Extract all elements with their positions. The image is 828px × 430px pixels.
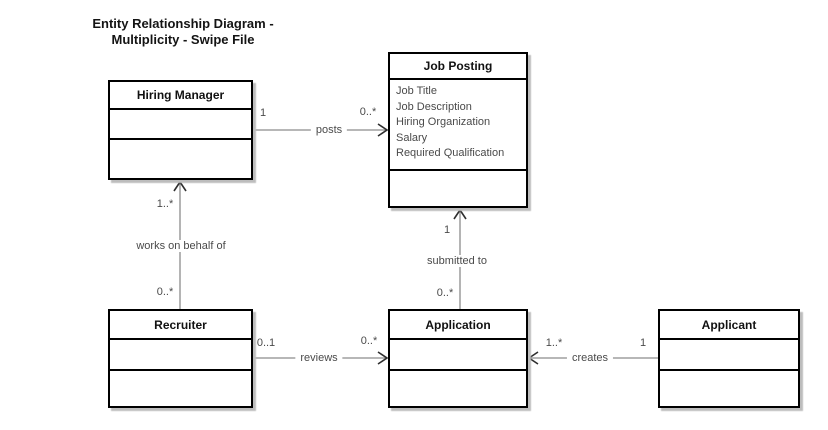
posts-arrowhead xyxy=(377,123,389,137)
posts-multiplicity-hiring-manager: 1 xyxy=(259,107,267,119)
entity-hiring-manager: Hiring Manager xyxy=(108,80,253,180)
entity-application-title: Application xyxy=(390,311,526,340)
submitted-to-multiplicity-application: 0..* xyxy=(436,287,454,299)
submitted-to-multiplicity-job-posting: 1 xyxy=(443,224,451,236)
entity-application-methods-section xyxy=(390,371,526,406)
creates-multiplicity-applicant: 1 xyxy=(639,337,647,349)
entity-recruiter-attributes-section xyxy=(110,340,251,371)
works-on-behalf-of-label: works on behalf of xyxy=(131,240,231,252)
reviews-label: reviews xyxy=(295,352,343,364)
attribute-salary: Salary xyxy=(396,131,428,144)
entity-hiring-manager-attributes-section xyxy=(110,110,251,140)
entity-recruiter-methods-section xyxy=(110,371,251,406)
entity-hiring-manager-title: Hiring Manager xyxy=(110,82,251,110)
entity-applicant-attributes-section xyxy=(660,340,798,371)
entity-job-posting-title: Job Posting xyxy=(390,54,526,80)
creates-label: creates xyxy=(566,352,614,364)
diagram-title-line2: Multiplicity - Swipe File xyxy=(111,32,255,47)
creates-arrowhead xyxy=(527,351,539,365)
attribute-job-description: Job Description xyxy=(396,100,472,113)
works-on-behalf-of-arrowhead xyxy=(173,180,187,192)
entity-applicant: Applicant xyxy=(658,309,800,408)
works-on-behalf-of-multiplicity-recruiter: 0..* xyxy=(156,286,174,298)
attribute-required-qualification: Required Qualification xyxy=(396,147,505,159)
posts-multiplicity-job-posting: 0..* xyxy=(359,106,377,118)
entity-hiring-manager-methods-section xyxy=(110,140,251,178)
reviews-arrowhead xyxy=(377,351,389,365)
diagram-title-line1: Entity Relationship Diagram - xyxy=(92,16,274,31)
entity-job-posting-attributes-section: Job Title Job Description Hiring Organiz… xyxy=(390,80,526,171)
entity-job-posting-methods-section xyxy=(390,171,526,206)
posts-label: posts xyxy=(310,124,348,136)
entity-applicant-title: Applicant xyxy=(660,311,798,340)
entity-job-posting: Job Posting Job Title Job Description Hi… xyxy=(388,52,528,208)
entity-recruiter: Recruiter xyxy=(108,309,253,408)
reviews-multiplicity-application: 0..* xyxy=(360,335,378,347)
submitted-to-label: submitted to xyxy=(422,255,492,267)
diagram-title: Entity Relationship Diagram - Multiplici… xyxy=(72,16,294,48)
submitted-to-arrowhead xyxy=(453,208,467,220)
entity-recruiter-title: Recruiter xyxy=(110,311,251,340)
works-on-behalf-of-multiplicity-hiring-manager: 1..* xyxy=(156,198,174,210)
creates-multiplicity-application: 1..* xyxy=(545,337,563,349)
attribute-hiring-organization: Hiring Organization xyxy=(396,116,491,128)
entity-application: Application xyxy=(388,309,528,408)
attribute-job-title: Job Title xyxy=(396,85,437,97)
entity-applicant-methods-section xyxy=(660,371,798,406)
entity-application-attributes-section xyxy=(390,340,526,371)
reviews-multiplicity-recruiter: 0..1 xyxy=(256,337,276,349)
